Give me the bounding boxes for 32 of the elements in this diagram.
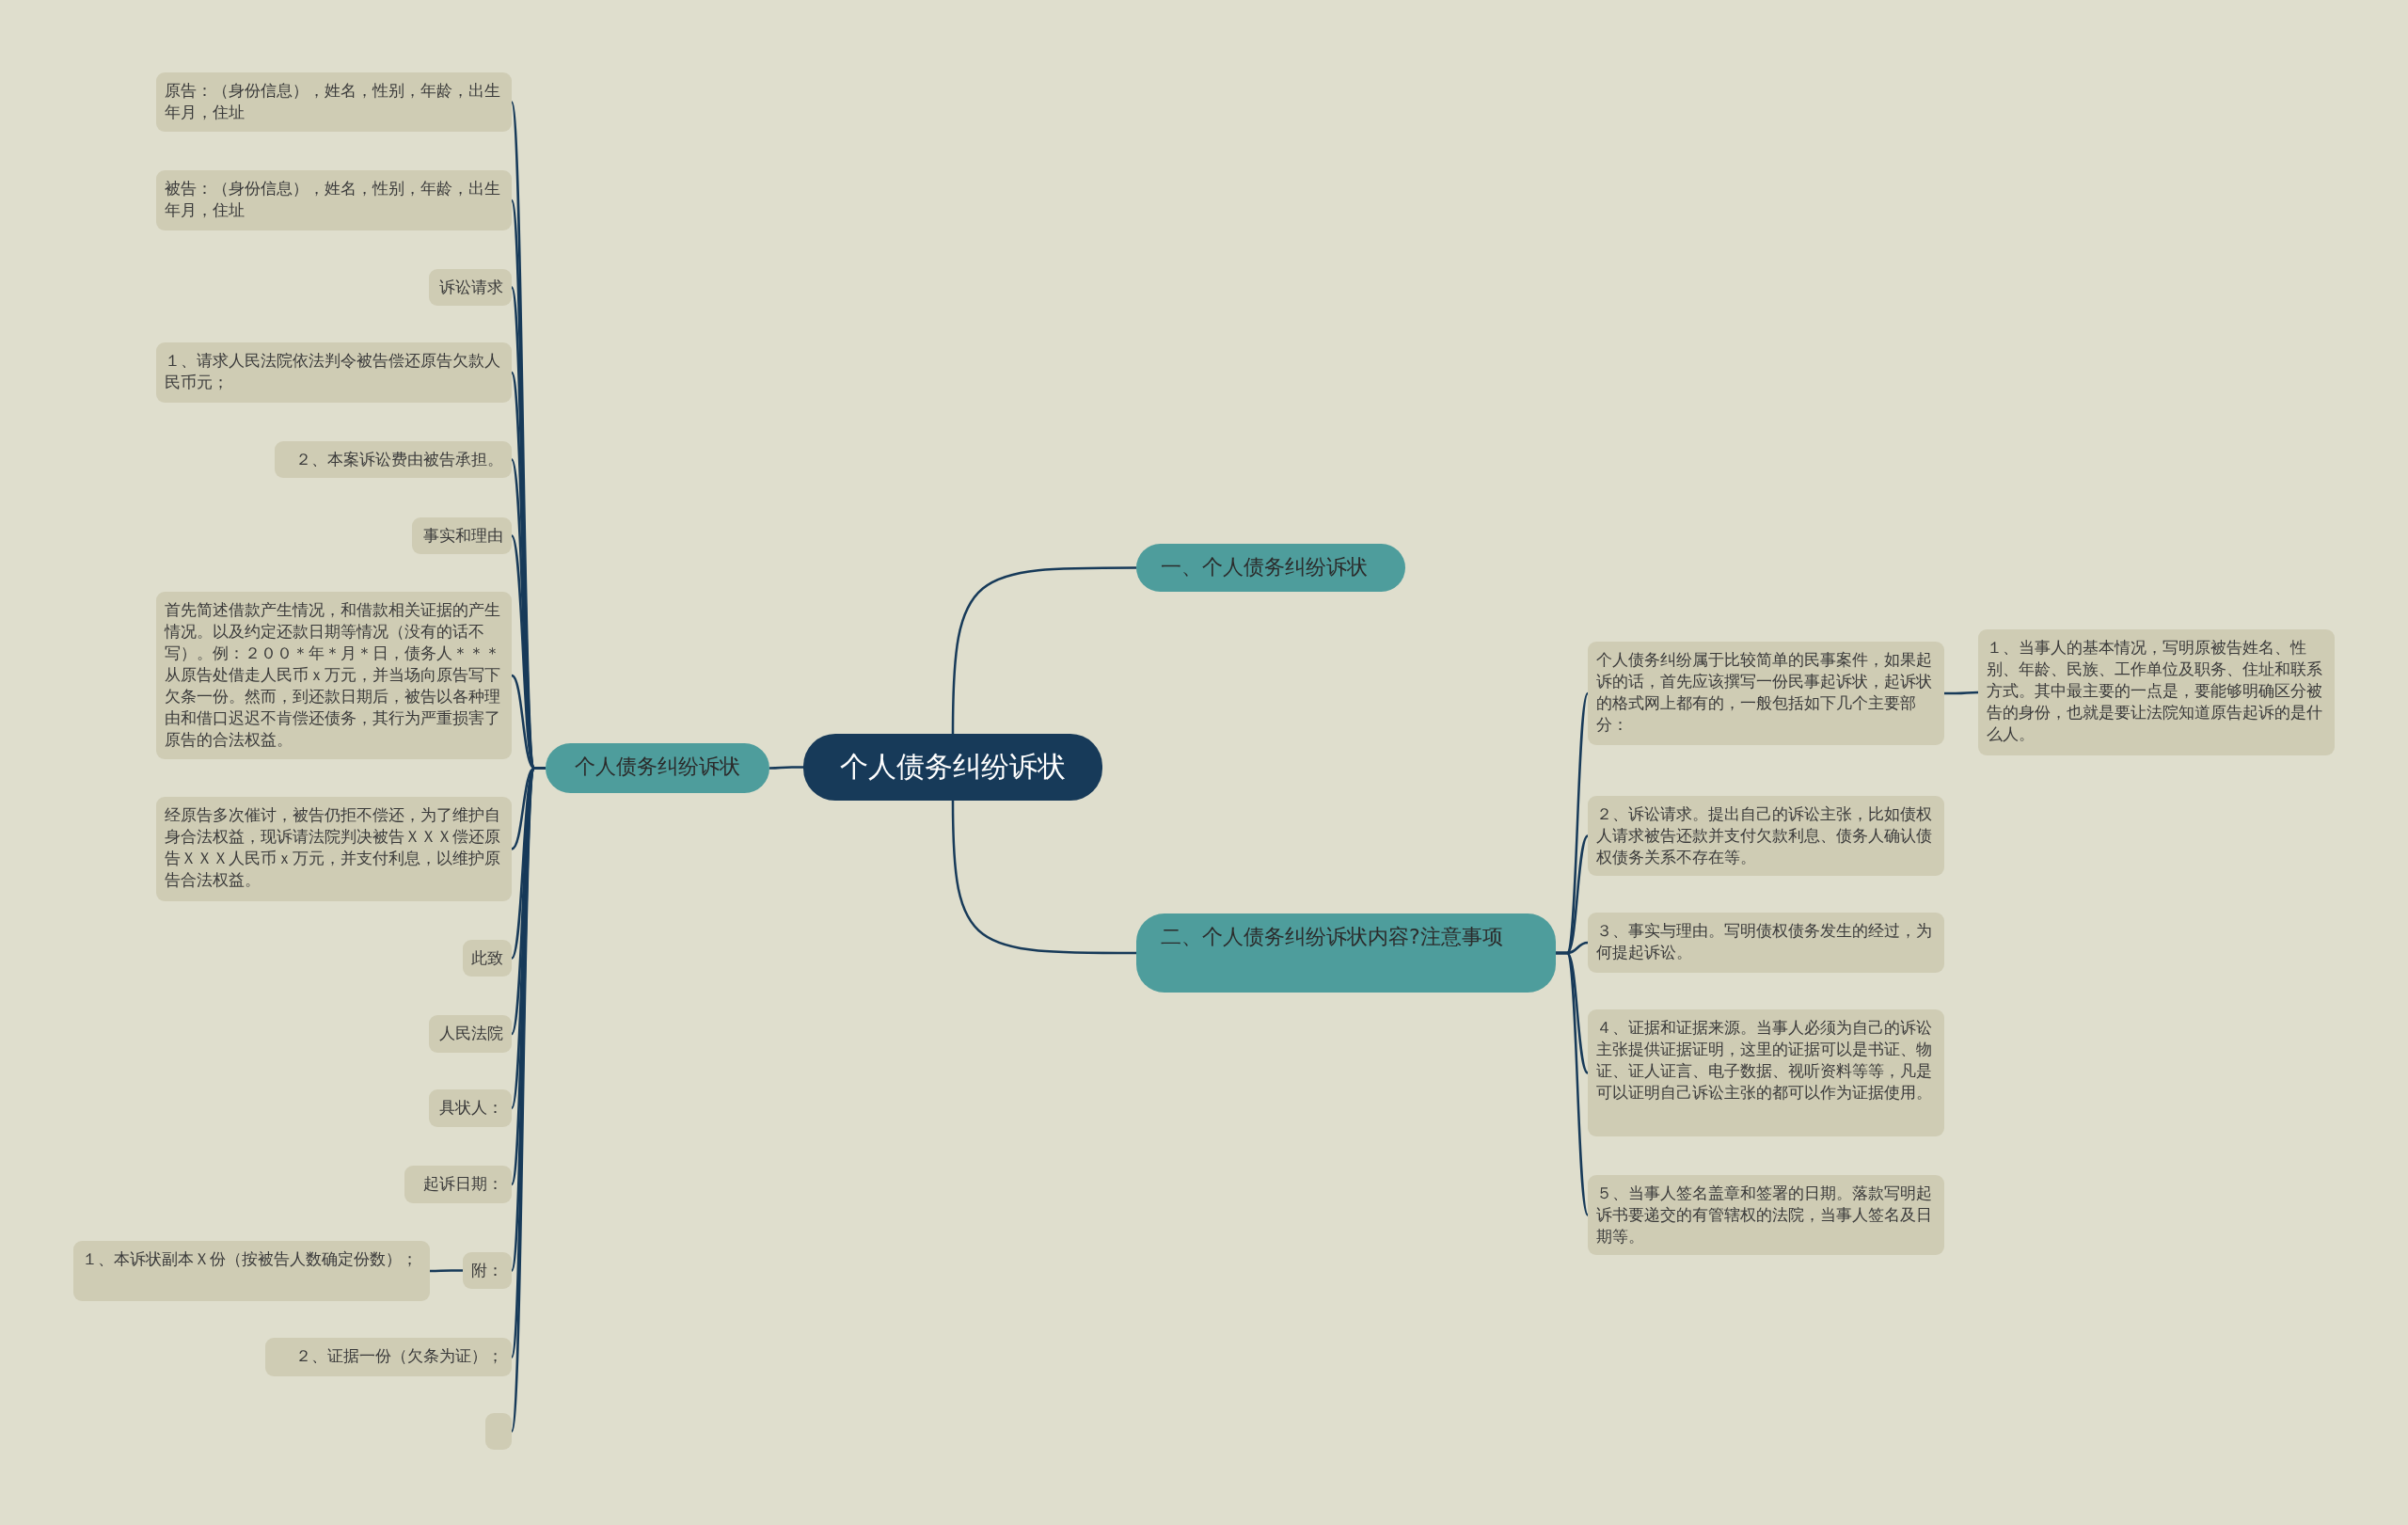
empty-box <box>485 1413 512 1450</box>
central-topic: 个人债务纠纷诉状 <box>803 734 1102 801</box>
text-box: ２、本案诉讼费由被告承担。 <box>275 441 512 478</box>
text-box: 具状人： <box>429 1089 512 1127</box>
text-box: 起诉日期： <box>404 1166 512 1203</box>
topic-box: 二、个人债务纠纷诉状内容?注意事项 <box>1136 913 1556 993</box>
text-box: 此致 <box>463 940 512 977</box>
connector-line <box>769 766 803 770</box>
text-box: ２、诉讼请求。提出自己的诉讼主张，比如债权人请求被告还款并支付欠款利息、债务人确认债权债务关系不存在等。 <box>1588 796 1944 876</box>
connector-line <box>951 801 1136 955</box>
text-box: 诉讼请求 <box>429 269 512 306</box>
text-box: 首先简述借款产生情况，和借款相关证据的产生情况。以及约定还款日期等情况（没有的话不写）。例：２００＊年＊月＊日，债务人＊＊＊从原告处借走人民币ｘ万元，并当场向原告写下欠条一份。然而，到还款日期后，被告以各种理由和借口迟迟不肯偿还债务，其行为严重损害了原告的合法权益。 <box>156 592 512 759</box>
topic-box: 一、个人债务纠纷诉状 <box>1136 544 1405 592</box>
connector-line <box>1944 691 1978 695</box>
connector-line <box>951 566 1136 734</box>
text-box: １、当事人的基本情况，写明原被告姓名、性别、年龄、民族、工作单位及职务、住址和联系方式。其中最主要的一点是，要能够明确区分被告的身份，也就是要让法院知道原告起诉的是什么人。 <box>1978 629 2335 755</box>
text-box: 被告：（身份信息），姓名，性别，年龄，出生年月，住址 <box>156 170 512 230</box>
text-box: 人民法院 <box>429 1015 512 1053</box>
text-box: ４、证据和证据来源。当事人必须为自己的诉讼主张提供证据证明，这里的证据可以是书证、物证、证人证言、电子数据、视听资料等等，凡是可以证明自己诉讼主张的都可以作为证据使用。 <box>1588 1009 1944 1136</box>
connector-line <box>1556 951 1590 1216</box>
text-box: 事实和理由 <box>412 517 512 554</box>
topic-box: 个人债务纠纷诉状 <box>546 743 769 793</box>
text-box: ５、当事人签名盖章和签署的日期。落款写明起诉书要递交的有管辖权的法院，当事人签名及日期等。 <box>1588 1175 1944 1255</box>
text-box: １、请求人民法院依法判令被告偿还原告欠款人民币元； <box>156 342 512 403</box>
text-box: ３、事实与理由。写明债权债务发生的经过，为何提起诉讼。 <box>1588 913 1944 973</box>
text-box: 原告：（身份信息），姓名，性别，年龄，出生年月，住址 <box>156 72 512 132</box>
text-box: １、本诉状副本Ｘ份（按被告人数确定份数）； <box>73 1241 430 1301</box>
text-box: ２、证据一份（欠条为证）； <box>265 1338 512 1376</box>
connector-line <box>430 1269 463 1273</box>
text-box: 个人债务纠纷属于比较简单的民事案件，如果起诉的话，首先应该撰写一份民事起诉状，起诉状的格式网上都有的，一般包括如下几个主要部分： <box>1588 642 1944 745</box>
text-box: 附： <box>463 1252 512 1289</box>
text-box: 经原告多次催讨，被告仍拒不偿还，为了维护自身合法权益，现诉请法院判决被告ＸＸＸ偿还原告ＸＸＸ人民币ｘ万元，并支付利息，以维护原告合法权益。 <box>156 797 512 901</box>
